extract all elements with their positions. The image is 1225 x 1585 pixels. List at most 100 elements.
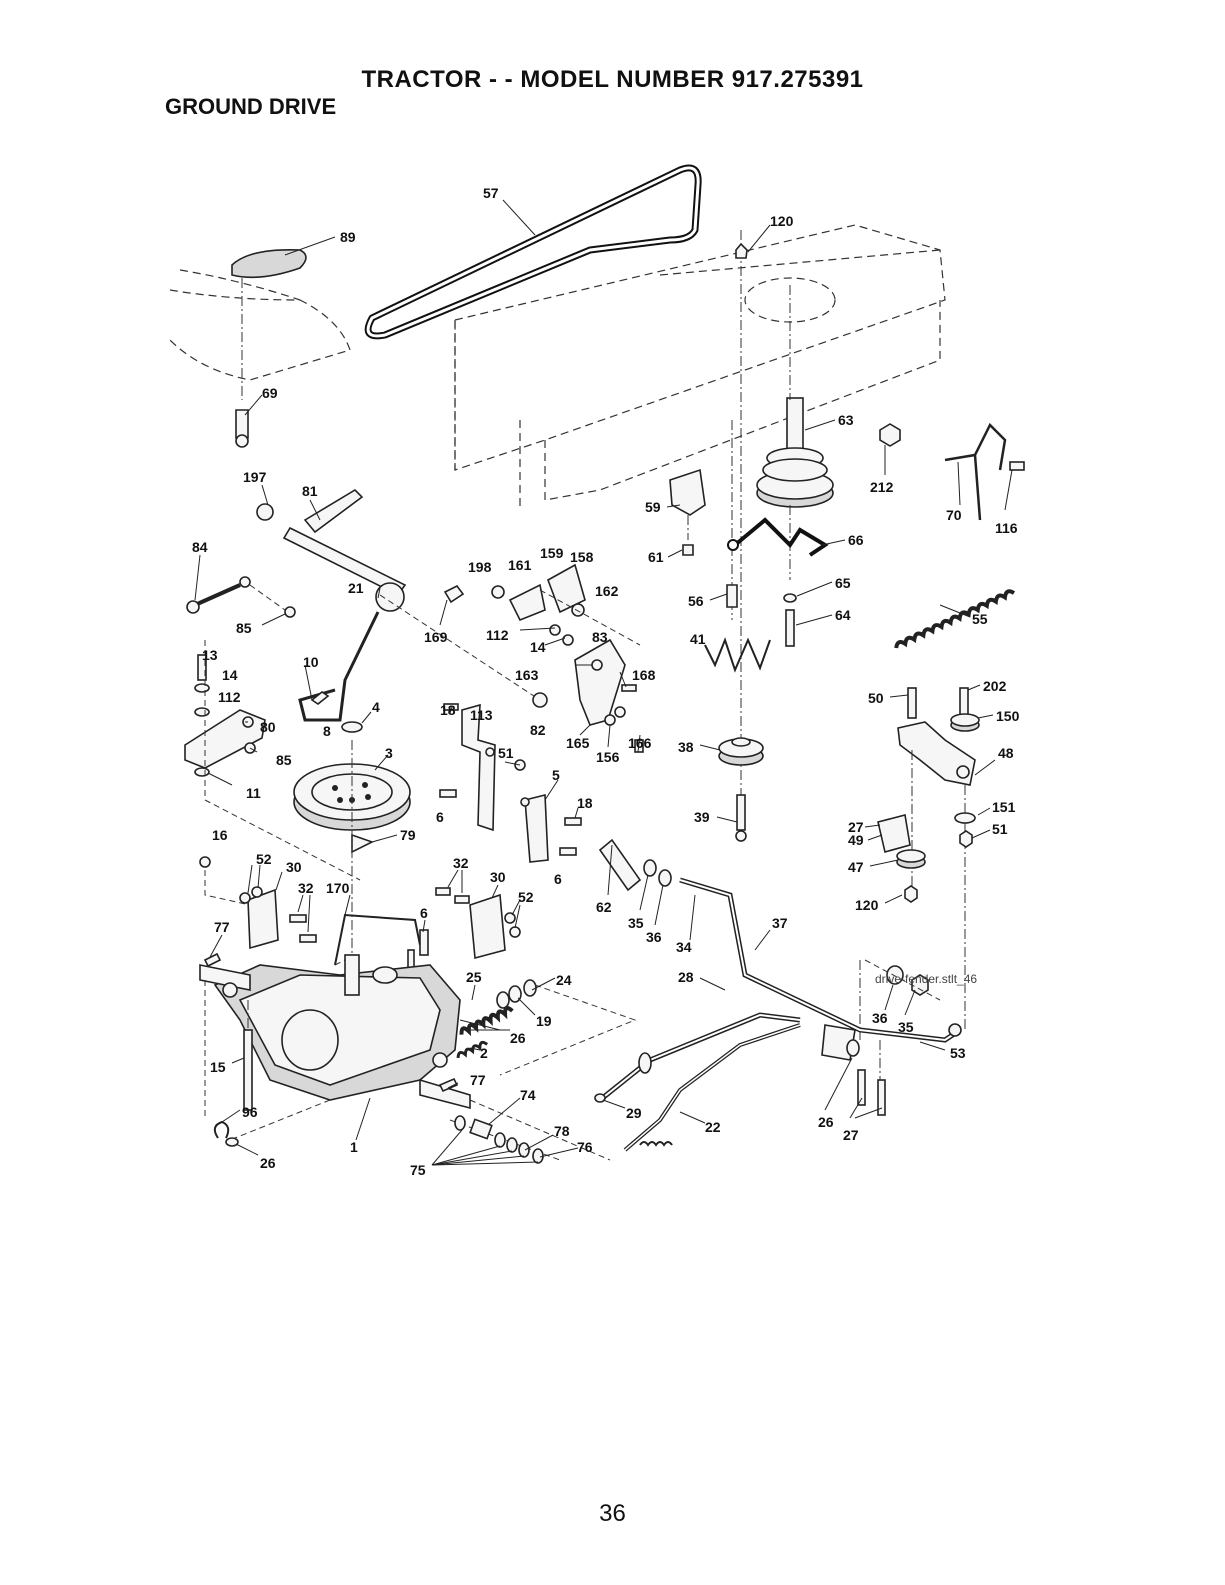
callout-35: 35 [628,915,644,931]
bolt-head [235,434,249,448]
bolt [243,1029,253,1111]
callout-41: 41 [690,631,706,647]
callout-82: 82 [530,722,546,738]
callout-170: 170 [326,880,350,896]
callout-10: 10 [303,654,319,670]
callout-52: 52 [256,851,272,867]
idler-bracket [897,721,976,786]
leader-lines [194,199,1013,1166]
callout-70: 70 [946,507,962,523]
callout-30: 30 [490,869,506,885]
callout-6: 6 [436,809,444,825]
page-title: TRACTOR - - MODEL NUMBER 917.275391 [361,66,864,93]
callout-2: 2 [480,1045,488,1061]
callout-labels: 57 89 120 69 197 81 84 63 212 70 116 59 … [192,185,1020,1178]
bolt [785,609,795,647]
washer [783,593,797,603]
callout-74: 74 [520,1087,536,1103]
nut [284,606,296,618]
callout-39: 39 [694,809,710,825]
callout-13: 13 [202,647,218,663]
callout-1: 1 [350,1139,358,1155]
callout-165: 165 [566,735,590,751]
callout-212: 212 [870,479,894,495]
key [351,833,375,854]
callout-32: 32 [298,880,314,896]
fender-cap [231,248,307,279]
callout-35: 35 [898,1019,914,1035]
callout-63: 63 [838,412,854,428]
bracket [247,888,279,950]
callout-4: 4 [372,699,380,715]
callout-24: 24 [556,972,572,988]
callout-166: 166 [628,735,652,751]
bolt [1009,461,1025,471]
callout-198: 198 [468,559,492,575]
callout-96: 96 [242,1104,258,1120]
callout-79: 79 [400,827,416,843]
callout-8: 8 [323,723,331,739]
callout-36: 36 [646,929,662,945]
callout-55: 55 [972,611,988,627]
callout-202: 202 [983,678,1007,694]
callout-59: 59 [645,499,661,515]
engine-pulley [756,397,834,508]
callout-14: 14 [530,639,546,655]
pin [203,952,222,968]
callout-81: 81 [302,483,318,499]
callout-51: 51 [498,745,514,761]
callout-112: 112 [218,689,241,705]
callout-28: 28 [678,969,694,985]
callout-163: 163 [515,667,539,683]
callout-22: 22 [705,1119,721,1135]
knob [375,582,405,612]
callout-37: 37 [772,915,788,931]
callout-83: 83 [592,629,608,645]
callout-38: 38 [678,739,694,755]
bracket [524,793,549,863]
callout-85: 85 [236,620,252,636]
bolt [682,544,694,556]
callout-80: 80 [260,719,276,735]
clip [532,692,548,708]
callout-159: 159 [540,545,564,561]
bolt [726,584,738,608]
section-title: GROUND DRIVE [165,94,337,119]
fender-outline [169,269,351,381]
callout-19: 19 [536,1013,552,1029]
chassis-frame [454,224,946,510]
bracket [547,563,586,614]
page-number: 36 [599,1500,626,1527]
callout-47: 47 [848,859,864,875]
callout-62: 62 [596,899,612,915]
callout-168: 168 [632,667,656,683]
bushing [256,503,274,521]
callout-50: 50 [868,690,884,706]
callout-32: 32 [453,855,469,871]
callout-34: 34 [676,939,692,955]
callout-15: 15 [210,1059,226,1075]
callout-156: 156 [596,749,620,765]
spring [459,1005,514,1037]
callout-26: 26 [260,1155,276,1171]
idler-pulley [718,737,764,766]
callout-21: 21 [348,580,364,596]
callout-65: 65 [835,575,851,591]
bracket [461,703,496,832]
callout-64: 64 [835,607,851,623]
callout-120: 120 [770,213,794,229]
callout-52: 52 [518,889,534,905]
drawing-file-label: drive-fender.stlt_46 [875,972,978,986]
bracket [469,893,506,960]
callout-6: 6 [554,871,562,887]
callout-85: 85 [276,752,292,768]
callout-75: 75 [410,1162,426,1178]
callout-89: 89 [340,229,356,245]
callout-26: 26 [510,1030,526,1046]
callout-84: 84 [192,539,208,555]
clip [443,584,465,604]
hook-bracket [669,468,706,516]
callout-53: 53 [950,1045,966,1061]
callout-151: 151 [992,799,1016,815]
